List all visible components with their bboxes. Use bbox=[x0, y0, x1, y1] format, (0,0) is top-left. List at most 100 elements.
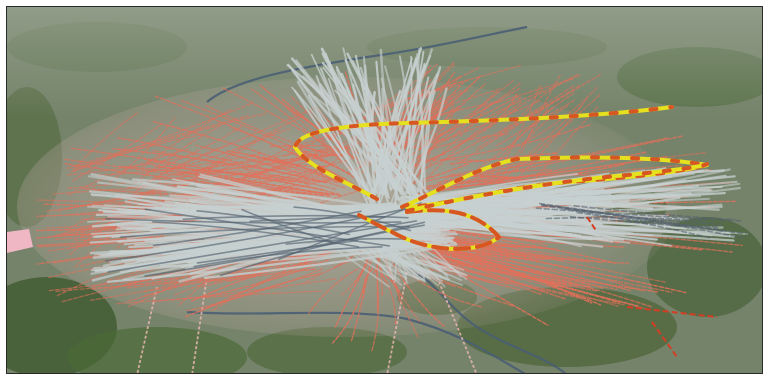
red-track bbox=[204, 115, 305, 169]
red-track bbox=[507, 98, 588, 189]
grey-track bbox=[425, 203, 573, 220]
red-track bbox=[187, 268, 324, 312]
grey-track bbox=[131, 205, 428, 213]
dark-track bbox=[104, 217, 402, 224]
grey-track bbox=[321, 61, 429, 194]
red-track bbox=[452, 90, 498, 140]
grey-track bbox=[365, 247, 425, 283]
red-track bbox=[309, 110, 354, 140]
grey-track bbox=[173, 225, 440, 243]
red-track bbox=[508, 74, 581, 115]
red-track bbox=[180, 99, 339, 169]
red-track bbox=[441, 260, 625, 306]
dark-track bbox=[249, 216, 386, 223]
red-track bbox=[64, 163, 325, 197]
red-track bbox=[385, 275, 402, 296]
red-track bbox=[432, 159, 487, 163]
red-track bbox=[526, 105, 569, 140]
red-track bbox=[154, 95, 347, 180]
red-track bbox=[145, 126, 242, 175]
highlight-segment-red bbox=[357, 208, 501, 251]
grey-track bbox=[326, 218, 465, 271]
red-track bbox=[308, 268, 359, 315]
red-track bbox=[66, 115, 249, 170]
red-track bbox=[482, 93, 518, 132]
grey-track bbox=[423, 221, 573, 236]
red-track bbox=[168, 127, 291, 172]
grey-track bbox=[416, 90, 431, 193]
red-track bbox=[425, 97, 522, 181]
red-track bbox=[458, 73, 602, 164]
dark-track bbox=[219, 224, 425, 277]
red-track bbox=[449, 174, 516, 178]
map-viewport[interactable] bbox=[6, 6, 763, 374]
red-track bbox=[424, 228, 545, 244]
red-track bbox=[466, 174, 600, 184]
grey-track bbox=[352, 83, 390, 199]
dark-track bbox=[144, 208, 391, 247]
dark-track bbox=[545, 216, 708, 222]
grey-track bbox=[405, 224, 735, 242]
grey-track bbox=[364, 86, 397, 190]
red-track bbox=[109, 116, 176, 183]
dark-track bbox=[241, 208, 336, 244]
dark-track bbox=[193, 246, 383, 268]
dark-track bbox=[538, 202, 747, 236]
grey-track bbox=[417, 190, 620, 200]
red-track bbox=[422, 160, 536, 183]
grey-track bbox=[335, 65, 395, 189]
red-track bbox=[180, 145, 356, 175]
red-track bbox=[350, 242, 375, 343]
red-track bbox=[364, 88, 501, 130]
grey-track bbox=[389, 250, 444, 282]
red-track bbox=[443, 262, 567, 285]
grey-track bbox=[310, 53, 376, 195]
red-track bbox=[376, 87, 521, 178]
trajectory-map-svg[interactable] bbox=[7, 7, 763, 374]
red-track bbox=[48, 276, 185, 292]
isolated-red-tracks bbox=[586, 216, 718, 358]
red-track bbox=[134, 124, 222, 185]
dark-track bbox=[542, 204, 724, 233]
red-track bbox=[352, 69, 432, 155]
pink-artifact bbox=[7, 229, 33, 253]
red-track bbox=[433, 151, 708, 193]
dark-track bbox=[535, 207, 745, 222]
red-track bbox=[431, 249, 653, 308]
red-track bbox=[436, 169, 553, 184]
grey-track bbox=[346, 52, 419, 200]
dark-track bbox=[563, 207, 711, 239]
red-track bbox=[199, 262, 318, 288]
grey-track bbox=[426, 182, 741, 214]
red-track bbox=[67, 148, 189, 196]
grey-track bbox=[432, 168, 709, 210]
grey-track bbox=[328, 60, 379, 195]
grey-track bbox=[294, 89, 370, 195]
red-track bbox=[112, 147, 305, 178]
grey-track bbox=[360, 83, 381, 207]
highlighted-trajectory[interactable] bbox=[293, 105, 709, 251]
red-track bbox=[116, 290, 323, 305]
highlight-segment-red bbox=[405, 162, 709, 213]
red-track bbox=[152, 278, 337, 303]
red-track bbox=[439, 123, 592, 161]
red-track bbox=[183, 272, 322, 318]
highlight-segment-red bbox=[293, 105, 674, 201]
red-track bbox=[431, 100, 541, 145]
red-track bbox=[516, 73, 579, 123]
red-track bbox=[152, 150, 336, 190]
red-track bbox=[73, 112, 267, 172]
red-track bbox=[405, 267, 456, 287]
dark-track bbox=[107, 220, 418, 273]
dark-track bbox=[196, 239, 359, 264]
rivers bbox=[186, 25, 567, 373]
grey-track bbox=[314, 95, 418, 192]
red-track bbox=[513, 94, 601, 173]
dark-track bbox=[104, 206, 415, 262]
grey-track bbox=[370, 91, 377, 192]
red-track bbox=[446, 249, 673, 294]
red-track bbox=[71, 102, 254, 170]
red-track bbox=[387, 266, 421, 322]
grey-track bbox=[293, 71, 374, 197]
grey-track bbox=[423, 90, 436, 189]
